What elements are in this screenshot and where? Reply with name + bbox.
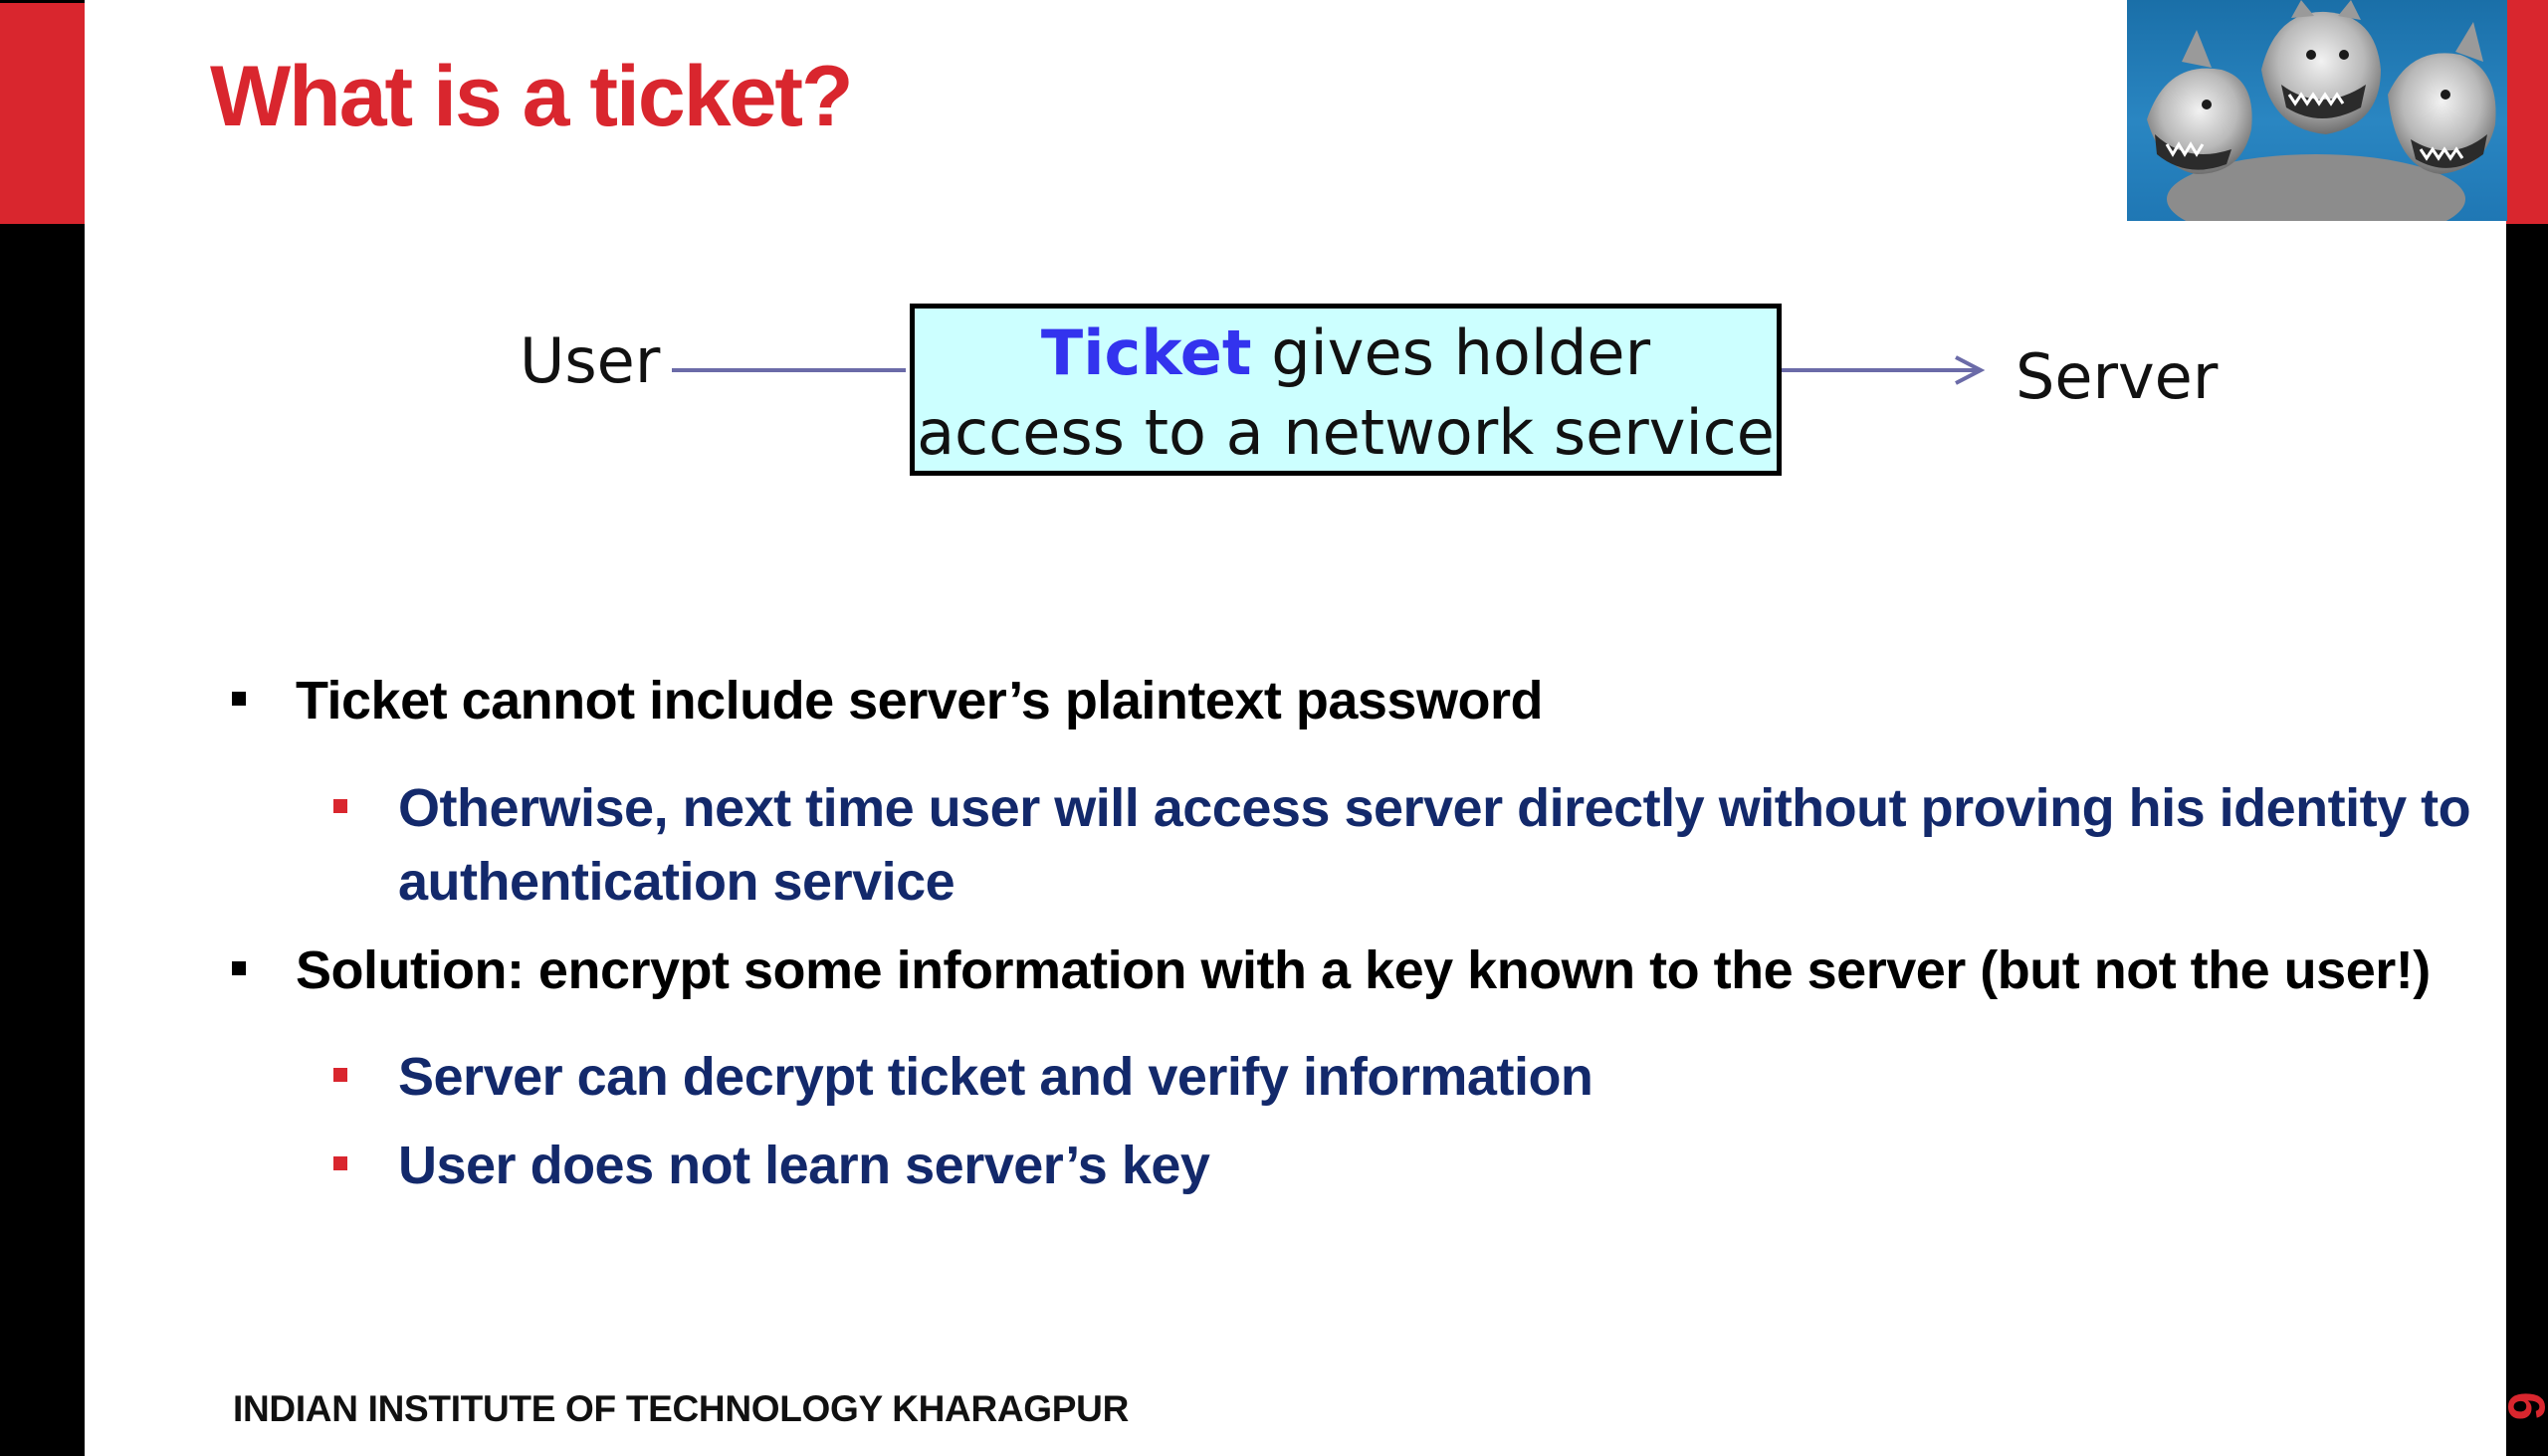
sub-bullet-item: Server can decrypt ticket and verify inf… — [333, 1040, 1593, 1114]
square-bullet-icon — [232, 961, 246, 975]
red-square-bullet-icon — [333, 1156, 347, 1170]
bullet-text: Ticket cannot include server’s plaintext… — [296, 671, 1543, 730]
page-number: 6 — [2495, 1392, 2548, 1421]
slide: What is a ticket? User Ticket gives hold… — [85, 0, 2548, 1456]
red-square-bullet-icon — [333, 799, 347, 813]
sub-bullet-text: Server can decrypt ticket and verify inf… — [398, 1047, 1593, 1107]
ticket-word: Ticket — [1040, 316, 1252, 389]
ticket-box-line1: Ticket gives holder — [915, 313, 1777, 393]
left-red-accent-bar — [0, 3, 85, 224]
diagram-user-label: User — [520, 324, 661, 397]
sub-bullet-text-line1: Otherwise, next time user will access se… — [398, 778, 2471, 838]
slide-title: What is a ticket? — [210, 49, 854, 144]
institution-footer: INDIAN INSTITUTE OF TECHNOLOGY KHARAGPUR — [233, 1388, 1129, 1429]
square-bullet-icon — [232, 692, 246, 706]
ticket-box: Ticket gives holder access to a network … — [910, 304, 1782, 476]
sub-bullet-text: User does not learn server’s key — [398, 1136, 1210, 1195]
ticket-box-line2: access to a network service — [917, 396, 1775, 469]
right-red-accent-bar — [2506, 0, 2548, 224]
bullet-item: Ticket cannot include server’s plaintext… — [232, 670, 1543, 731]
ticket-line1-rest: gives holder — [1251, 316, 1651, 389]
cerberus-logo-icon — [2127, 0, 2507, 221]
bullet-text: Solution: encrypt some information with … — [296, 940, 2431, 1000]
sub-bullet-text-line2: authentication service — [398, 852, 956, 912]
diagram-connector-arrow — [672, 355, 1986, 385]
sub-bullet-item: Otherwise, next time user will access se… — [333, 771, 2471, 919]
red-square-bullet-icon — [333, 1068, 347, 1082]
diagram-server-label: Server — [2016, 340, 2219, 413]
sub-bullet-item: User does not learn server’s key — [333, 1129, 1210, 1202]
bullet-item: Solution: encrypt some information with … — [232, 939, 2431, 1001]
